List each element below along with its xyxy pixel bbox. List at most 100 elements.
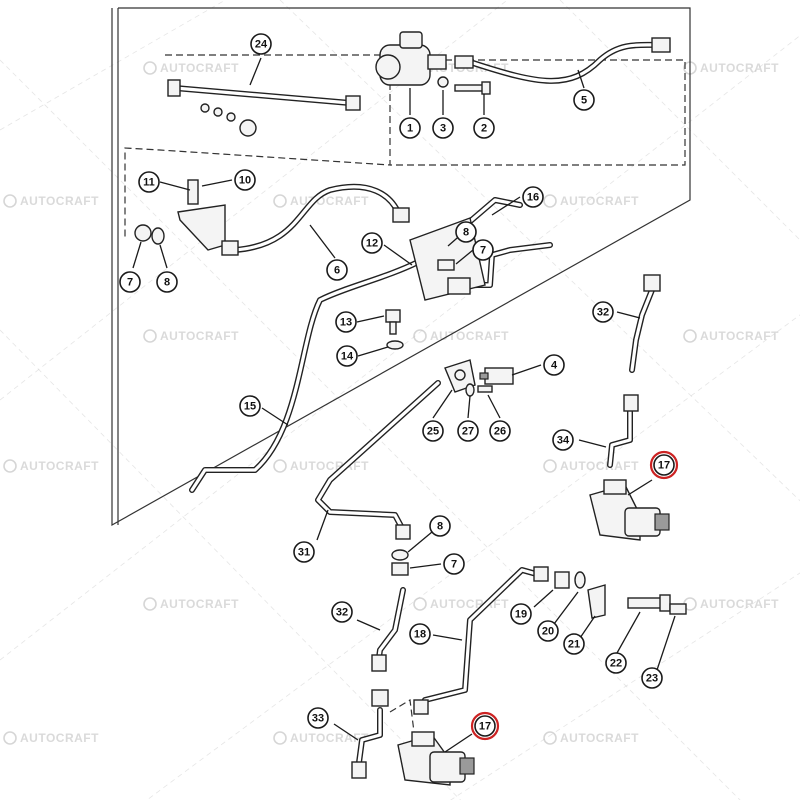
callout-label: 8 (164, 277, 170, 289)
tee-25 (444, 359, 476, 393)
tube-6 (232, 183, 401, 253)
fitting-18-end (413, 566, 549, 715)
valve-17-upper (589, 479, 670, 541)
tube-34 (607, 407, 633, 468)
callout-label: 16 (527, 192, 539, 204)
bracket-12-left (177, 179, 226, 251)
callout-label: 24 (255, 39, 268, 51)
watermark-15: AUTOCRAFT (683, 597, 779, 611)
callout-label: 7 (480, 245, 486, 257)
callout-2: 2 (473, 117, 495, 139)
callout-7: 7 (472, 239, 494, 261)
bracket-21 (587, 584, 606, 619)
callout-17: 17 (649, 450, 679, 480)
callout-24: 24 (250, 33, 272, 55)
fitting-32b-end (371, 654, 389, 707)
washer-27 (465, 383, 475, 397)
callout-21: 21 (563, 633, 585, 655)
switch-4 (479, 367, 514, 385)
watermark-12: AUTOCRAFT (543, 459, 639, 473)
callout-label: 17 (658, 460, 670, 472)
callout-label: 7 (451, 559, 457, 571)
callout-8: 8 (429, 515, 451, 537)
tube-5 (467, 41, 663, 84)
svg-text:AUTOCRAFT: AUTOCRAFT (700, 597, 779, 611)
watermark-6: AUTOCRAFT (543, 194, 639, 208)
callout-label: 8 (463, 227, 469, 239)
washer-7-left (134, 224, 152, 242)
leader-lines (132, 57, 676, 753)
callout-label: 7 (127, 277, 133, 289)
svg-text:AUTOCRAFT: AUTOCRAFT (560, 459, 639, 473)
svg-text:AUTOCRAFT: AUTOCRAFT (20, 459, 99, 473)
callout-label: 13 (340, 317, 352, 329)
callout-31: 31 (293, 541, 315, 563)
callout-18: 18 (409, 623, 431, 645)
callout-33: 33 (307, 707, 329, 729)
callout-label: 21 (568, 639, 580, 651)
callout-6: 6 (326, 259, 348, 281)
hardware-group-24 (200, 103, 257, 137)
nut-19 (554, 571, 570, 589)
fitting-5-end (454, 37, 671, 69)
callout-16: 16 (522, 186, 544, 208)
callout-25: 25 (422, 420, 444, 442)
callout-7: 7 (443, 553, 465, 575)
callout-8: 8 (156, 271, 178, 293)
callout-32: 32 (592, 301, 614, 323)
watermark-4: AUTOCRAFT (3, 194, 99, 208)
svg-text:AUTOCRAFT: AUTOCRAFT (560, 731, 639, 745)
washer-14 (386, 340, 404, 350)
svg-text:AUTOCRAFT: AUTOCRAFT (160, 597, 239, 611)
callout-label: 32 (597, 307, 609, 319)
callout-7: 7 (119, 271, 141, 293)
callout-label: 19 (515, 609, 527, 621)
callout-label: 22 (610, 658, 622, 670)
watermark-9: AUTOCRAFT (683, 329, 779, 343)
callout-label: 1 (407, 123, 413, 135)
callout-12: 12 (361, 232, 383, 254)
parts (134, 31, 687, 786)
callout-label: 10 (239, 175, 251, 187)
watermark-18: AUTOCRAFT (543, 731, 639, 745)
callout-4: 4 (543, 354, 565, 376)
watermark-1: AUTOCRAFT (143, 61, 239, 75)
callout-26: 26 (489, 420, 511, 442)
callout-3: 3 (432, 117, 454, 139)
callout-label: 4 (551, 360, 558, 372)
bolt-13 (385, 309, 401, 335)
svg-text:AUTOCRAFT: AUTOCRAFT (290, 731, 369, 745)
callout-15: 15 (239, 395, 261, 417)
washer-8-left (151, 227, 165, 245)
svg-text:AUTOCRAFT: AUTOCRAFT (430, 329, 509, 343)
callout-label: 14 (341, 351, 354, 363)
svg-text:AUTOCRAFT: AUTOCRAFT (560, 194, 639, 208)
svg-text:AUTOCRAFT: AUTOCRAFT (20, 194, 99, 208)
svg-text:AUTOCRAFT: AUTOCRAFT (290, 459, 369, 473)
fitting-32-top (623, 274, 661, 412)
callout-34: 34 (552, 429, 574, 451)
callout-label: 12 (366, 238, 378, 250)
fitting-23 (669, 603, 687, 615)
svg-text:AUTOCRAFT: AUTOCRAFT (700, 61, 779, 75)
fitting-24-end (167, 79, 361, 111)
valve-body-1 (375, 31, 447, 86)
svg-text:AUTOCRAFT: AUTOCRAFT (430, 597, 509, 611)
svg-text:AUTOCRAFT: AUTOCRAFT (20, 731, 99, 745)
svg-text:AUTOCRAFT: AUTOCRAFT (700, 329, 779, 343)
callout-label: 23 (646, 673, 658, 685)
watermark-8: AUTOCRAFT (413, 329, 509, 343)
bolt-22 (627, 594, 671, 612)
valve-17-lower (397, 731, 475, 786)
callout-label: 11 (143, 177, 155, 189)
tube-18 (417, 567, 543, 713)
callout-22: 22 (605, 652, 627, 674)
callout-label: 34 (557, 435, 570, 447)
svg-text:AUTOCRAFT: AUTOCRAFT (290, 194, 369, 208)
callout-label: 26 (494, 426, 506, 438)
callout-label: 17 (479, 721, 491, 733)
watermark-10: AUTOCRAFT (3, 459, 99, 473)
svg-text:AUTOCRAFT: AUTOCRAFT (160, 329, 239, 343)
